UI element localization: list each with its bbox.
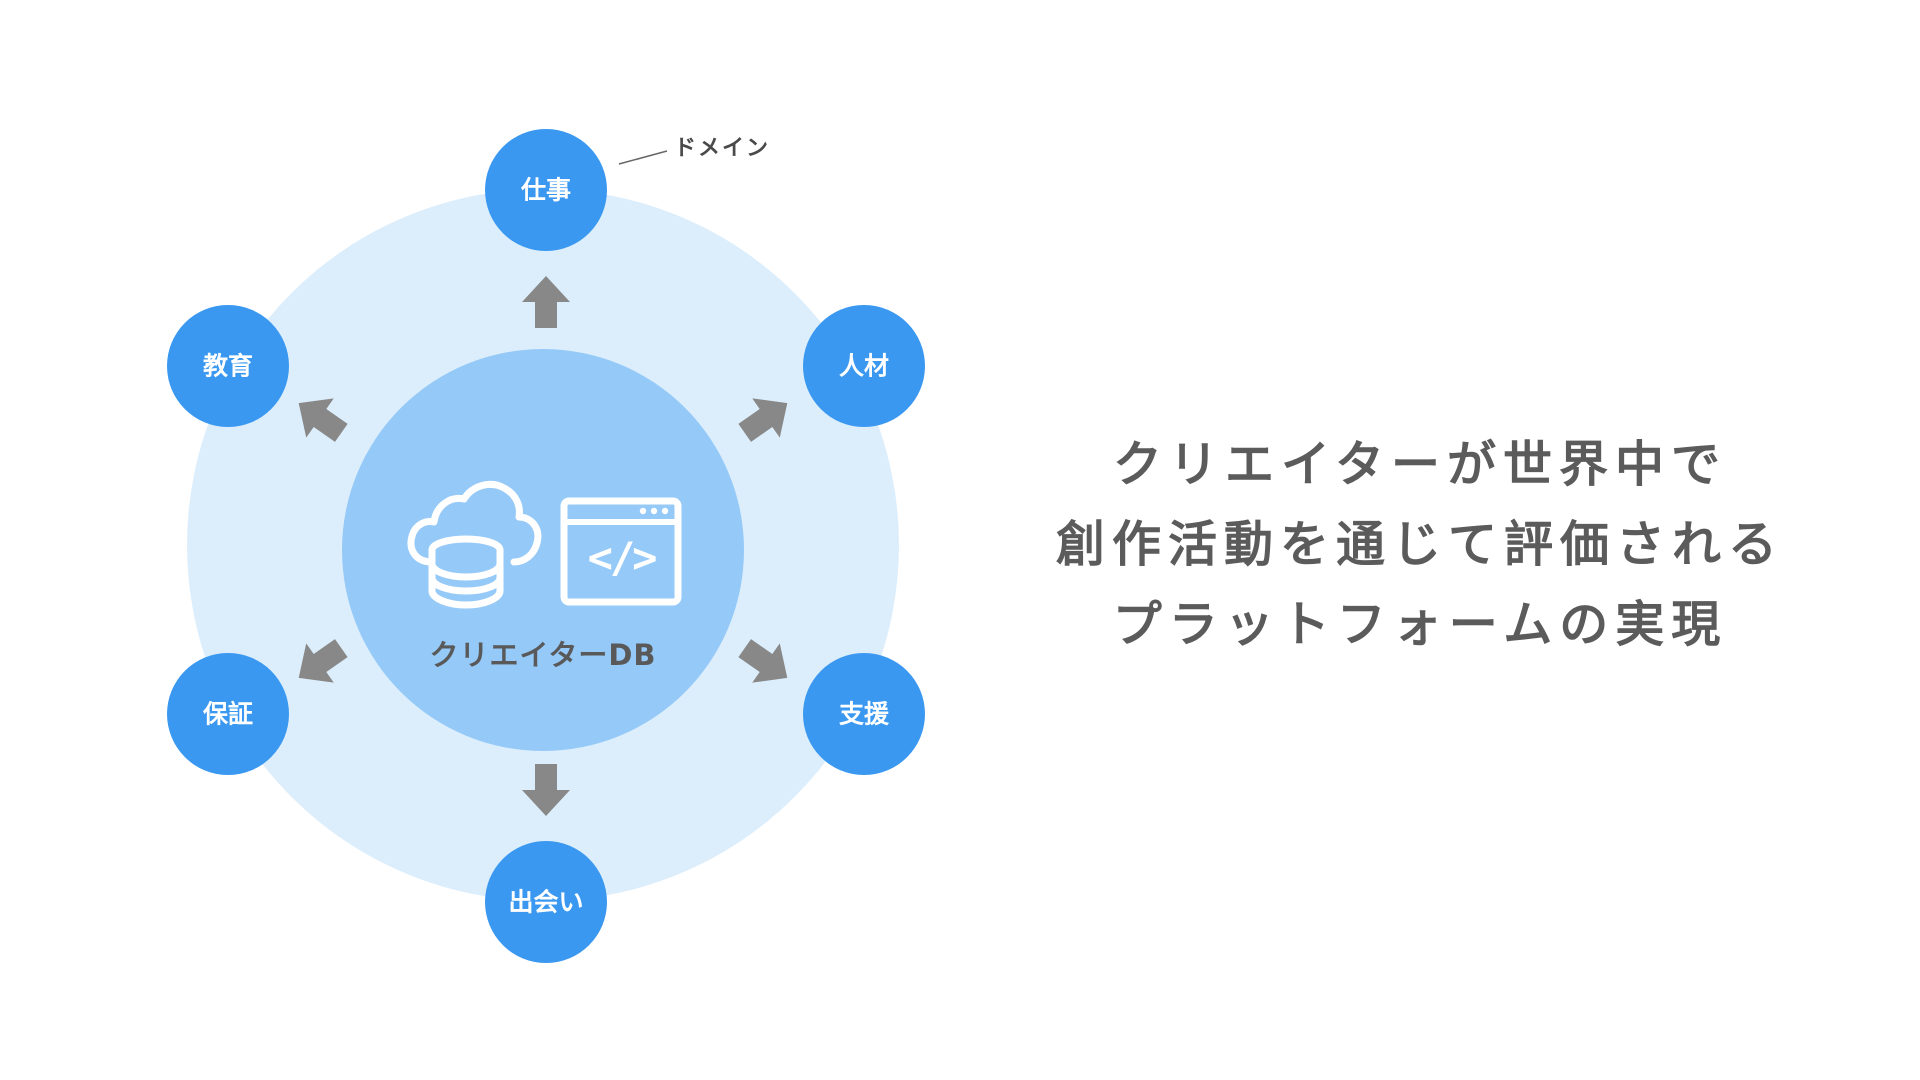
code-window-icon: </> [560, 497, 682, 606]
domain-node-work: 仕事 [485, 129, 607, 251]
domain-node-encounter: 出会い [485, 841, 607, 963]
cloud-database-icon [407, 481, 542, 609]
domain-node-guarantee: 保証 [167, 653, 289, 775]
annotation-leader-line [618, 150, 668, 165]
tagline-line: プラットフォームの実現 [1112, 596, 1728, 653]
domain-label-guarantee: 保証 [202, 700, 253, 729]
domain-label-support: 支援 [839, 700, 890, 729]
domain-node-talent: 人材 [803, 305, 925, 427]
tagline-line: 創作活動を通じて評価される [1055, 516, 1784, 573]
domain-label-education: 教育 [203, 352, 253, 381]
domain-label-encounter: 出会い [508, 888, 583, 917]
center-circle [342, 349, 744, 751]
tagline: クリエイターが世界中で 創作活動を通じて評価される プラットフォームの実現 [1010, 425, 1830, 665]
annotation-label: ドメイン [674, 136, 770, 161]
domain-label-work: 仕事 [520, 176, 571, 205]
domain-label-talent: 人材 [839, 352, 889, 381]
center-label: クリエイターDB [429, 638, 656, 672]
domain-node-education: 教育 [167, 305, 289, 427]
domain-node-support: 支援 [803, 653, 925, 775]
tagline-line: クリエイターが世界中で [1112, 436, 1728, 493]
svg-text:</>: </> [588, 533, 657, 582]
